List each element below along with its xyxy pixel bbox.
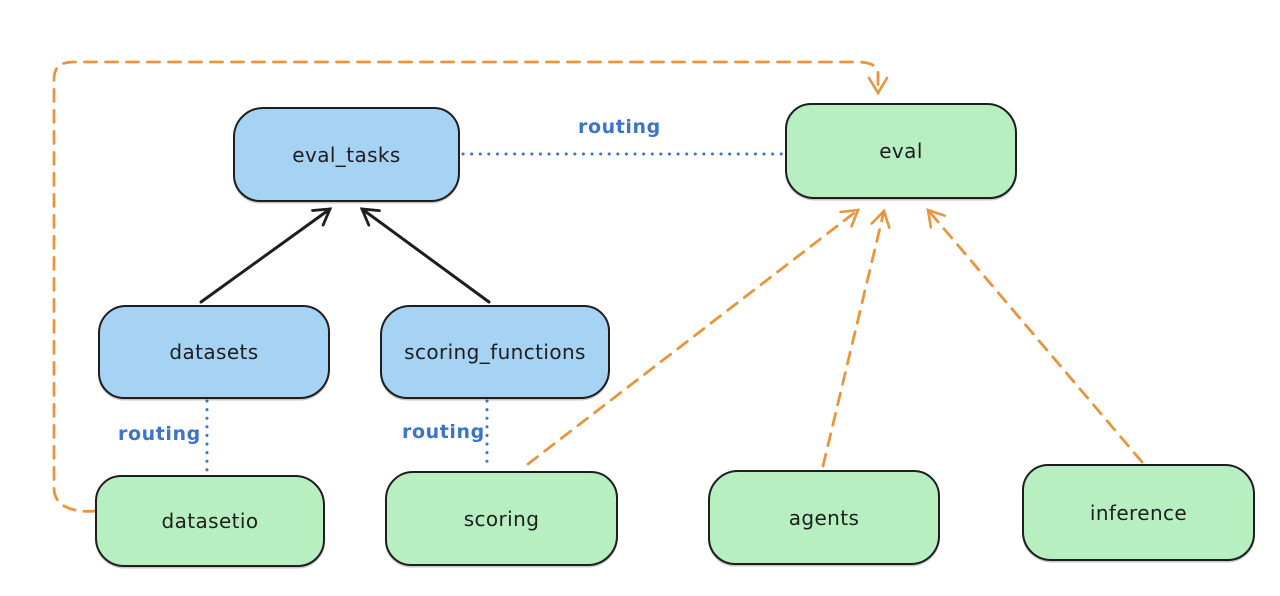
edge-inference-to-eval (926, 208, 1144, 464)
node-datasets: datasets (98, 305, 330, 399)
edge-agents-to-eval (821, 208, 891, 468)
node-datasets-label: datasets (169, 340, 259, 364)
edge-scoring-to-eval (526, 208, 861, 466)
node-scoring-functions-label: scoring_functions (404, 340, 586, 364)
edge-datasets-to-eval-tasks (199, 207, 333, 304)
node-eval-tasks-label: eval_tasks (292, 142, 401, 167)
edge-scoring-functions-to-eval-tasks (359, 207, 491, 304)
node-datasetio-label: datasetio (161, 509, 259, 533)
node-inference: inference (1022, 464, 1255, 561)
node-eval-tasks: eval_tasks (233, 107, 460, 202)
edge-label-routing-eval-tasks-eval: routing (578, 116, 661, 138)
node-agents: agents (708, 470, 940, 565)
node-inference-label: inference (1089, 500, 1188, 525)
node-scoring-functions: scoring_functions (380, 305, 610, 399)
node-agents-label: agents (788, 505, 860, 530)
node-datasetio: datasetio (95, 475, 325, 567)
node-eval: eval (785, 103, 1017, 199)
edge-datasetio-to-eval (52, 60, 889, 513)
node-scoring: scoring (385, 471, 618, 566)
node-scoring-label: scoring (463, 506, 540, 531)
node-eval-label: eval (879, 139, 923, 163)
edge-label-routing-datasets-datasetio: routing (118, 423, 201, 445)
edge-label-routing-scoring-functions-scoring: routing (402, 421, 485, 443)
